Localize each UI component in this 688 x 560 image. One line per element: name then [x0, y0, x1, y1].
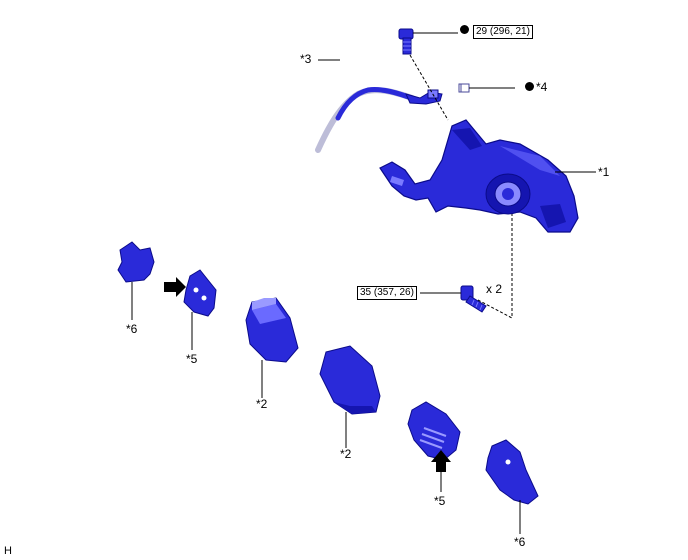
brake-pad-upper-part [245, 297, 299, 398]
install-direction-arrow-lower [431, 450, 451, 492]
callout-part5-upper: *5 [186, 352, 198, 366]
figure-code: H [4, 545, 12, 557]
anti-squeal-shim-lower-part [485, 439, 539, 534]
anti-squeal-shim-upper-part [117, 241, 155, 320]
flexible-hose-part [315, 87, 443, 153]
callout-part6-upper: *6 [126, 322, 138, 336]
install-direction-arrow-upper [164, 277, 186, 297]
callout-part2-lower: *2 [340, 447, 352, 461]
union-bolt-part [398, 28, 458, 55]
gasket-part [458, 83, 515, 93]
brake-pad-lower-part [319, 345, 381, 448]
callout-part4: *4 [536, 80, 548, 94]
assembly-dashed-lines [409, 54, 513, 319]
mounting-bolt-part [420, 285, 487, 313]
quantity-mounting-bolt: x 2 [486, 282, 503, 296]
callout-part5-lower: *5 [434, 494, 446, 508]
black-dot-icon [525, 82, 534, 91]
torque-spec-mounting-bolt: 35 (357, 26) [357, 286, 417, 300]
callout-part3: *3 [300, 52, 312, 66]
torque-spec-union-bolt: 29 (296, 21) [473, 25, 533, 39]
anti-squeal-shim-upper-inner-part [183, 269, 217, 350]
callout-part2-upper: *2 [256, 397, 268, 411]
anti-squeal-shim-lower-inner-part [407, 401, 461, 461]
callout-part1: *1 [598, 165, 610, 179]
brake-caliper-part [379, 119, 596, 233]
callout-part6-lower: *6 [514, 535, 526, 549]
black-dot-icon [460, 25, 469, 34]
